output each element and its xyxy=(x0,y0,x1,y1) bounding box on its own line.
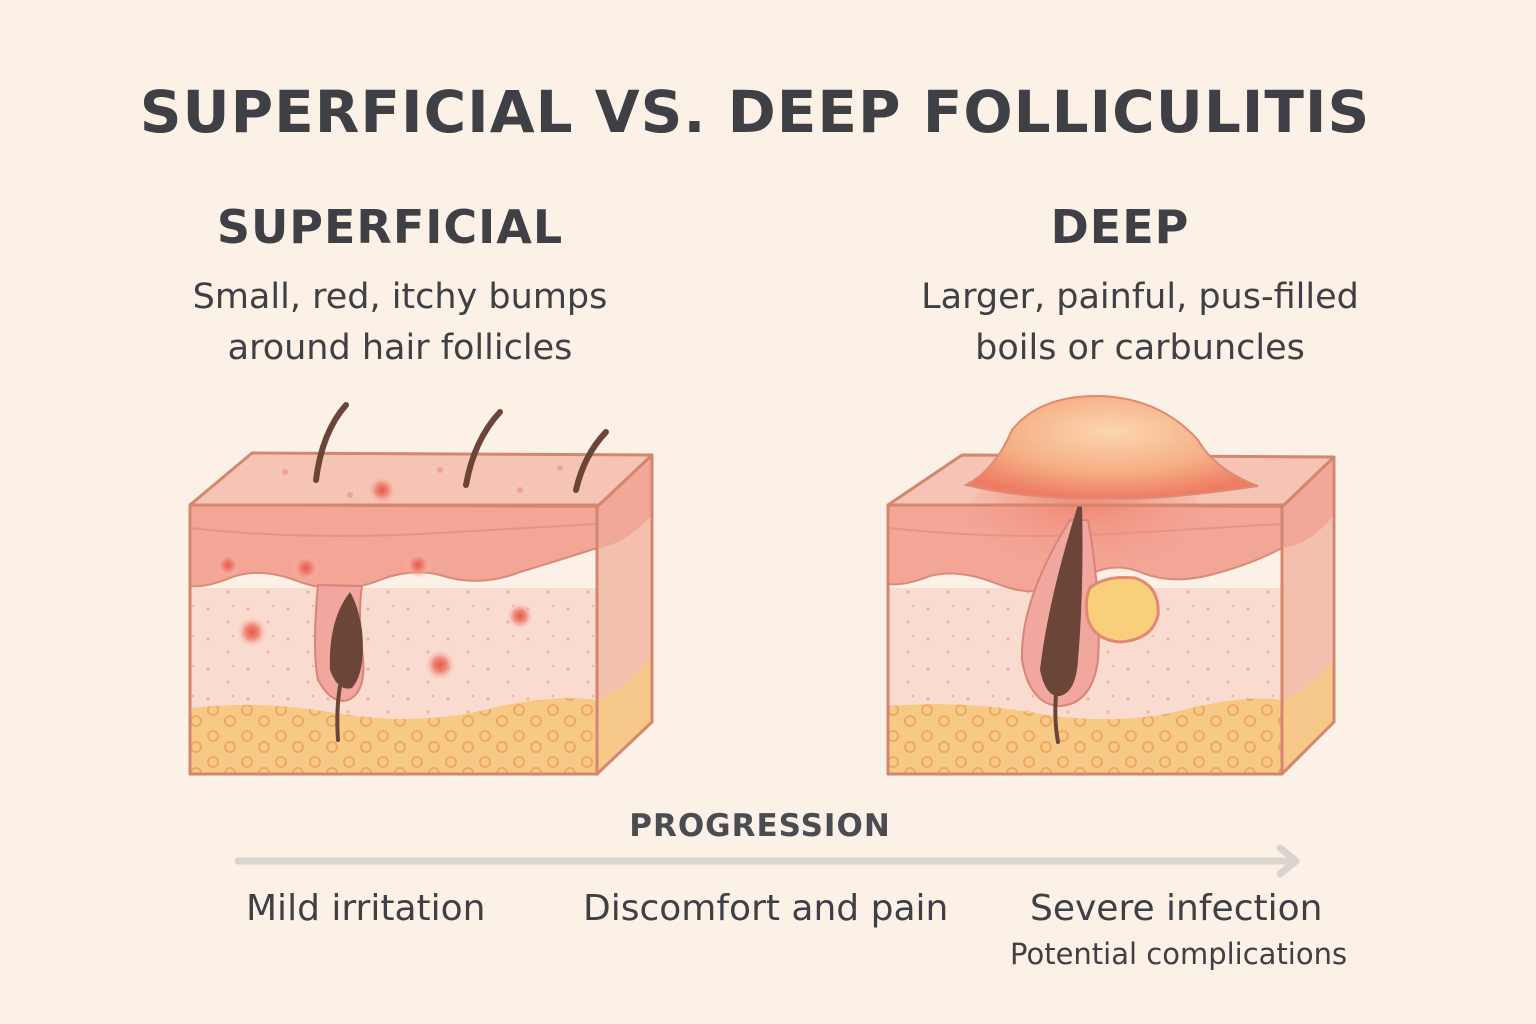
deep-hair-bulb xyxy=(1040,505,1083,697)
deep-description-line1: Larger, painful, pus-filled xyxy=(921,277,1359,317)
pus-pocket xyxy=(1084,576,1160,644)
superficial-heading: SUPERFICIAL xyxy=(216,200,564,254)
inflamed-spot xyxy=(237,617,267,647)
superficial-hair xyxy=(573,429,609,493)
inflamed-spot xyxy=(425,650,455,680)
superficial-fat-layer xyxy=(190,698,597,774)
superficial-front-outline xyxy=(188,503,599,776)
superficial-description: Small, red, itchy bumps around hair foll… xyxy=(90,272,710,374)
inflamed-spot xyxy=(292,554,320,582)
inflamed-spot xyxy=(507,603,533,629)
deep-description: Larger, painful, pus-filled boils or car… xyxy=(820,272,1460,374)
deep-heading: DEEP xyxy=(1050,200,1190,254)
inflamed-spot xyxy=(405,552,431,578)
superficial-dermis-layer xyxy=(190,588,597,719)
deep-fat-layer xyxy=(888,698,1282,774)
inflamed-spot xyxy=(216,553,240,577)
deep-boil xyxy=(963,394,1259,500)
superficial-hair xyxy=(313,402,349,483)
progression-final-note: Potential complications xyxy=(1010,937,1348,971)
superficial-description-line1: Small, red, itchy bumps xyxy=(192,277,608,317)
progression-stage-discomfort: Discomfort and pain xyxy=(583,888,949,929)
superficial-description-line2: around hair follicles xyxy=(227,328,573,368)
inflamed-spot xyxy=(368,476,396,504)
deep-front-outline xyxy=(886,503,1284,776)
page-title: SUPERFICIAL VS. DEEP FOLLICULITIS xyxy=(139,78,1371,146)
superficial-epidermis-layer xyxy=(189,503,598,590)
superficial-skin-diagram xyxy=(188,402,654,776)
deep-skin-diagram xyxy=(886,394,1336,776)
progression-stage-mild: Mild irritation xyxy=(246,888,486,929)
progression-stage-severe: Severe infection xyxy=(1030,888,1323,929)
superficial-skin-side xyxy=(595,453,654,776)
deep-description-line2: boils or carbuncles xyxy=(975,328,1305,368)
deep-skin-side xyxy=(1280,455,1336,776)
superficial-hair-bulb xyxy=(329,592,363,689)
progression-arrow xyxy=(234,844,1300,878)
progression-label: PROGRESSION xyxy=(629,808,891,844)
superficial-hair xyxy=(463,409,503,488)
